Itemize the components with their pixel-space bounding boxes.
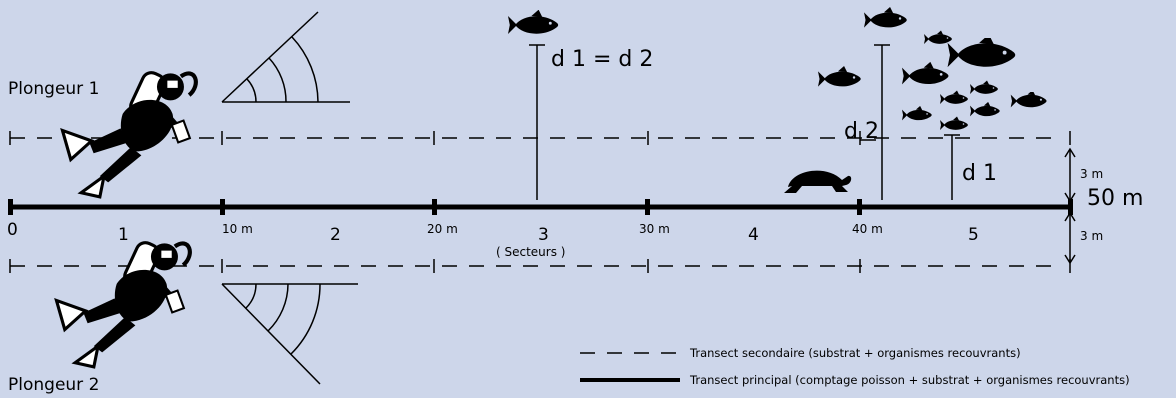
distance-mark: 0	[7, 220, 18, 240]
offset-top-label: 3 m	[1080, 167, 1103, 181]
fish-icon	[940, 91, 968, 105]
sector-number: 1	[118, 225, 129, 245]
sector-number: 3	[538, 225, 549, 245]
equality-label: d 1 = d 2	[551, 47, 653, 72]
fish-icon	[970, 102, 1000, 116]
fish-school	[818, 7, 1047, 130]
distance-mark: 10 m	[222, 222, 253, 236]
fish-distance-line	[529, 45, 545, 200]
d2-label: d 2	[844, 119, 879, 144]
legend: Transect secondaire (substrat + organism…	[580, 346, 1130, 387]
distance-mark: 30 m	[639, 222, 670, 236]
legend-principal: Transect principal (comptage poisson + s…	[689, 373, 1130, 387]
fish-icon	[1011, 90, 1047, 107]
turtle-icon	[784, 171, 851, 193]
end-distance-label: 50 m	[1087, 186, 1143, 211]
offset-bottom-label: 3 m	[1080, 229, 1103, 243]
sector-number: 4	[748, 225, 759, 245]
distance-mark: 20 m	[427, 222, 458, 236]
field-of-view-icon	[222, 284, 358, 384]
principal-transect	[8, 199, 1073, 215]
fish-icon	[948, 34, 1016, 67]
sector-number: 2	[330, 225, 341, 245]
fish-icon	[940, 117, 968, 131]
diver2-label: Plongeur 2	[8, 375, 99, 395]
fish-icon	[902, 62, 948, 85]
fish-icon	[818, 66, 861, 87]
distance-mark: 40 m	[852, 222, 883, 236]
legend-secondary: Transect secondaire (substrat + organism…	[689, 346, 1021, 360]
d1-label: d 1	[962, 161, 997, 186]
sector-number: 5	[968, 225, 979, 245]
fish-icon	[970, 81, 998, 95]
field-of-view-icon	[222, 12, 350, 102]
fish-icon	[902, 106, 932, 120]
fish-icon	[508, 10, 558, 34]
fish-icon	[864, 7, 907, 28]
fish-icon	[924, 31, 952, 45]
sectors-label: ( Secteurs )	[496, 245, 565, 259]
secondary-transect-top	[10, 131, 1070, 145]
diver-icon	[56, 240, 189, 367]
diver1-label: Plongeur 1	[8, 79, 99, 99]
